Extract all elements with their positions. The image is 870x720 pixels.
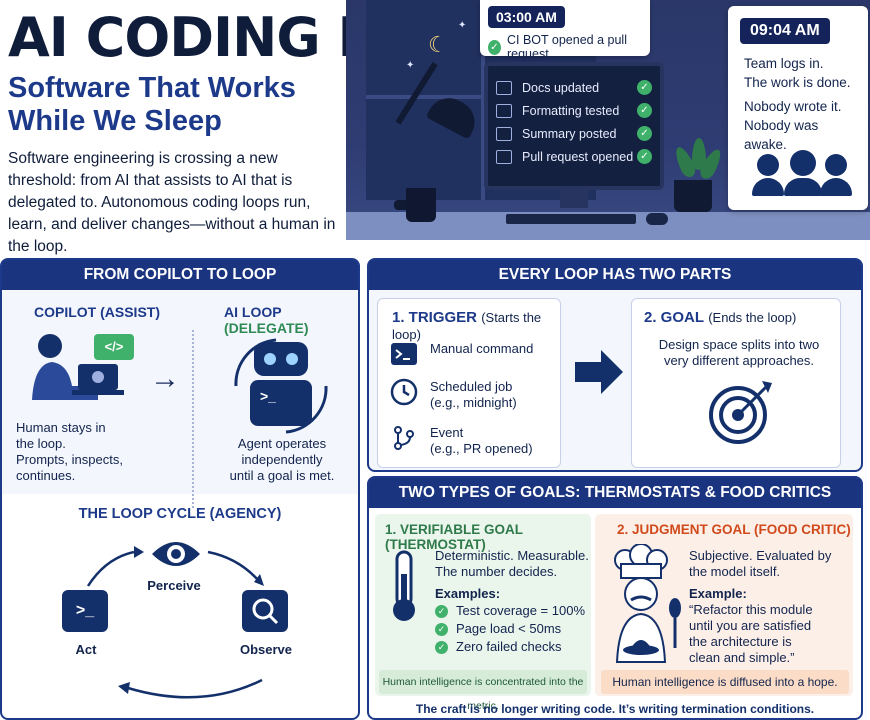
chef-icon (614, 544, 681, 663)
judgment-goal-title: 2. JUDGMENT GOAL (FOOD CRITIC) (617, 522, 851, 537)
pull-request-icon (496, 149, 512, 164)
copilot-to-loop-panel: FROM COPILOT TO LOOP COPILOT (ASSIST) AI… (0, 258, 360, 720)
check-icon: ✓ (637, 80, 652, 95)
task-row: Formatting tested✓ (496, 99, 652, 122)
check-icon: ✓ (435, 640, 448, 654)
closing-statement: The craft is no longer writing code. It’… (415, 702, 815, 716)
trigger-card: 1. TRIGGER (Starts the loop) Manual comm… (377, 298, 561, 468)
time-badge: 03:00 AM (488, 6, 565, 28)
trigger-scheduled: Scheduled job(e.g., midnight) (390, 378, 517, 411)
intro-paragraph: Software engineering is crossing a new t… (8, 150, 336, 255)
morning-card: 09:04 AM Team logs in. The work is done.… (728, 6, 868, 210)
star-icon: ✦ (406, 60, 415, 71)
magnifier-icon (242, 590, 288, 632)
trigger-manual: Manual command (390, 341, 533, 367)
mouse (646, 213, 668, 225)
verifiable-goal-card: 1. VERIFIABLE GOAL (THERMOSTAT) Determin… (375, 514, 591, 696)
goal-types-panel: TWO TYPES OF GOALS: THERMOSTATS & FOOD C… (367, 476, 863, 720)
thermometer-icon (393, 550, 415, 621)
night-notification: 03:00 AM ✓ CI BOT opened a pull request (480, 0, 650, 61)
panel-heading: EVERY LOOP HAS TWO PARTS (369, 260, 861, 290)
code-bubble-icon: </> (94, 334, 134, 360)
cycle-arrows (86, 546, 264, 699)
example-item: ✓Test coverage = 100% (435, 602, 589, 620)
human-at-laptop-icon (32, 334, 124, 400)
check-icon: ✓ (435, 604, 448, 618)
task-row: Summary posted✓ (496, 122, 652, 145)
task-row: Pull request opened✓ (496, 145, 652, 168)
keyboard (506, 214, 636, 224)
monitor: Docs updated✓ Formatting tested✓ Summary… (484, 62, 664, 190)
star-icon: ✦ (458, 20, 467, 31)
notification-text: CI BOT opened a pull request (506, 33, 627, 61)
team-icon (746, 146, 856, 196)
check-icon: ✓ (435, 622, 448, 636)
eye-icon (152, 542, 200, 566)
observe-label: Observe (239, 642, 293, 657)
example-item: ✓Page load < 50ms (435, 620, 589, 638)
perceive-label: Perceive (147, 578, 201, 593)
ai-loop-title: AI LOOP (DELEGATE) (224, 304, 309, 336)
format-icon (496, 103, 512, 118)
robot-loop-icon (234, 338, 328, 434)
target-icon (709, 381, 772, 444)
act-terminal-icon: >_ (62, 590, 108, 632)
act-label: Act (75, 642, 97, 657)
judgment-footnote: Human intelligence is diffused into a ho… (601, 670, 849, 694)
cycle-title: THE LOOP CYCLE (AGENCY) (78, 506, 282, 522)
big-arrow-icon (575, 350, 623, 394)
judgment-goal-card: 2. JUDGMENT GOAL (FOOD CRITIC) Subjectiv… (595, 514, 853, 696)
check-icon: ✓ (488, 39, 501, 55)
loop-parts-panel: EVERY LOOP HAS TWO PARTS 1. TRIGGER (Sta… (367, 258, 863, 472)
check-icon: ✓ (637, 103, 652, 118)
copilot-title: COPILOT (ASSIST) (34, 304, 160, 320)
verifiable-footnote: Human intelligence is concentrated into … (379, 670, 587, 712)
verifiable-goal-title: 1. VERIFIABLE GOAL (THERMOSTAT) (385, 522, 523, 552)
goal-card: 2. GOAL (Ends the loop) Design space spl… (631, 298, 841, 468)
mug-icon (406, 188, 436, 222)
panel-heading: TWO TYPES OF GOALS: THERMOSTATS & FOOD C… (369, 478, 861, 508)
git-branch-icon (390, 425, 418, 451)
terminal-glyph: >_ (260, 388, 276, 404)
moon-icon: ☾ (428, 32, 448, 57)
arrow-right-icon: → (150, 362, 180, 395)
example-item: ✓Zero failed checks (435, 638, 589, 656)
page-subtitle: Software That Works While We Sleep (8, 72, 296, 137)
trigger-event: Event(e.g., PR opened) (390, 425, 533, 457)
summary-icon (496, 126, 512, 141)
terminal-icon (390, 341, 418, 367)
check-icon: ✓ (637, 149, 652, 164)
task-row: Docs updated✓ (496, 76, 652, 99)
doc-icon (496, 80, 512, 95)
panel-heading: FROM COPILOT TO LOOP (2, 260, 358, 290)
time-badge: 09:04 AM (740, 18, 830, 44)
clock-icon (390, 378, 418, 406)
check-icon: ✓ (637, 126, 652, 141)
